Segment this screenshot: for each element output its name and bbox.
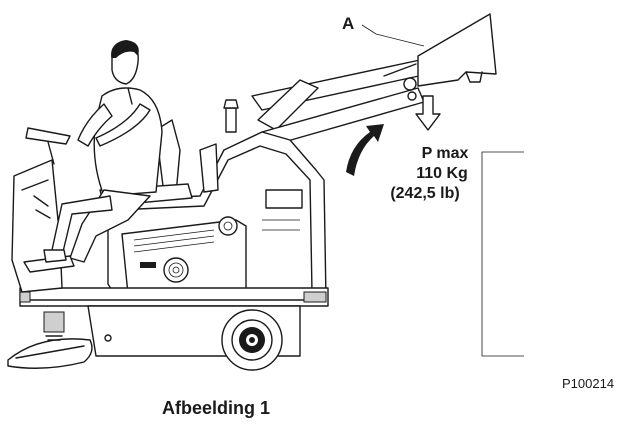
load-label-line2: 110 Kg bbox=[416, 165, 468, 182]
load-label-line3: (242,5 lb) bbox=[390, 185, 459, 202]
side-brush bbox=[7, 311, 112, 369]
hopper-arm bbox=[251, 13, 497, 147]
container-outline bbox=[481, 151, 524, 357]
down-arrow-icon bbox=[415, 95, 441, 131]
operator-figure bbox=[23, 40, 163, 273]
curved-arrow-icon bbox=[346, 124, 384, 176]
rear-wheel bbox=[221, 309, 283, 371]
load-label-line1: P max bbox=[422, 145, 469, 162]
callout-label-a: A bbox=[342, 14, 354, 33]
figure-caption: Afbeelding 1 bbox=[162, 398, 270, 418]
figure-code: P100214 bbox=[562, 376, 614, 391]
